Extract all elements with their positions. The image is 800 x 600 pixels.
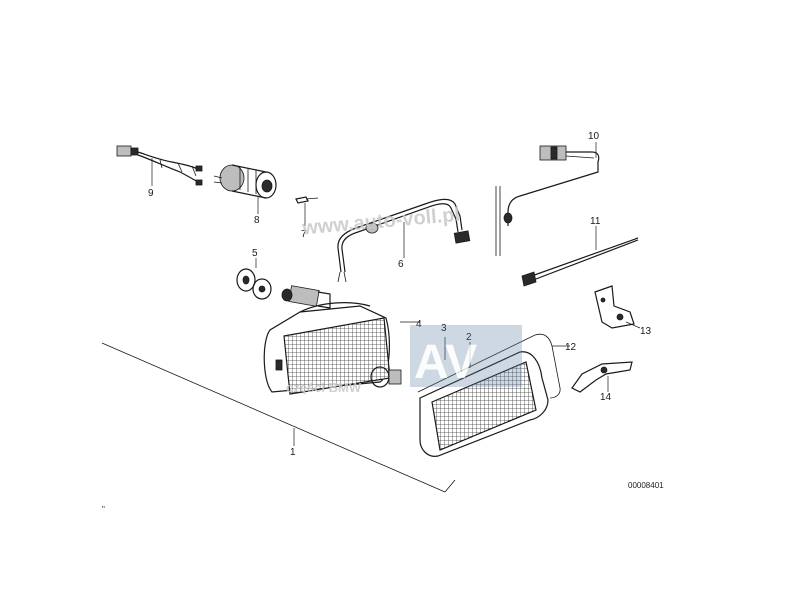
part-3-bulb [370,366,402,388]
corner-mark: " [102,505,105,514]
callout-8: 8 [254,215,260,226]
callout-13: 13 [640,326,652,337]
leader-lines [151,142,641,446]
part-10-cable [495,145,600,256]
callouts: 1 2 3 4 5 6 7 8 9 10 11 12 13 14 [148,131,652,458]
assembly-outline-1 [101,342,456,493]
part-11-rod [521,237,639,287]
callout-1: 1 [290,447,296,458]
lamp-housing-main [263,302,391,395]
part-4-bulb-holder [281,285,331,309]
part-2-lens-cover [419,351,549,457]
part-5-washers [236,268,272,300]
callout-7: 7 [301,229,307,240]
callout-9: 9 [148,188,154,199]
callout-12: 12 [565,342,577,353]
watermark-logo-box [410,325,522,387]
callout-3: 3 [441,323,447,334]
callout-2: 2 [466,332,472,343]
part-13-bracket [594,285,635,329]
callout-6: 6 [398,259,404,270]
callout-5: 5 [252,248,258,259]
callout-10: 10 [588,131,600,142]
part-8-switch-housing [213,164,277,199]
watermark-url: www.auto-voll.pl [300,204,460,240]
callout-4: 4 [416,319,422,330]
part-7-screw [295,196,319,204]
part-9-wiring-harness [116,145,203,186]
callout-14: 14 [600,392,612,403]
watermark-brand: części BMW [286,380,362,395]
callout-11: 11 [590,216,601,227]
part-14-bracket [571,361,633,393]
part-6-cable [337,198,471,283]
drawing-number: 00008401 [628,481,664,490]
watermark-logo-letters: AV [414,336,477,389]
